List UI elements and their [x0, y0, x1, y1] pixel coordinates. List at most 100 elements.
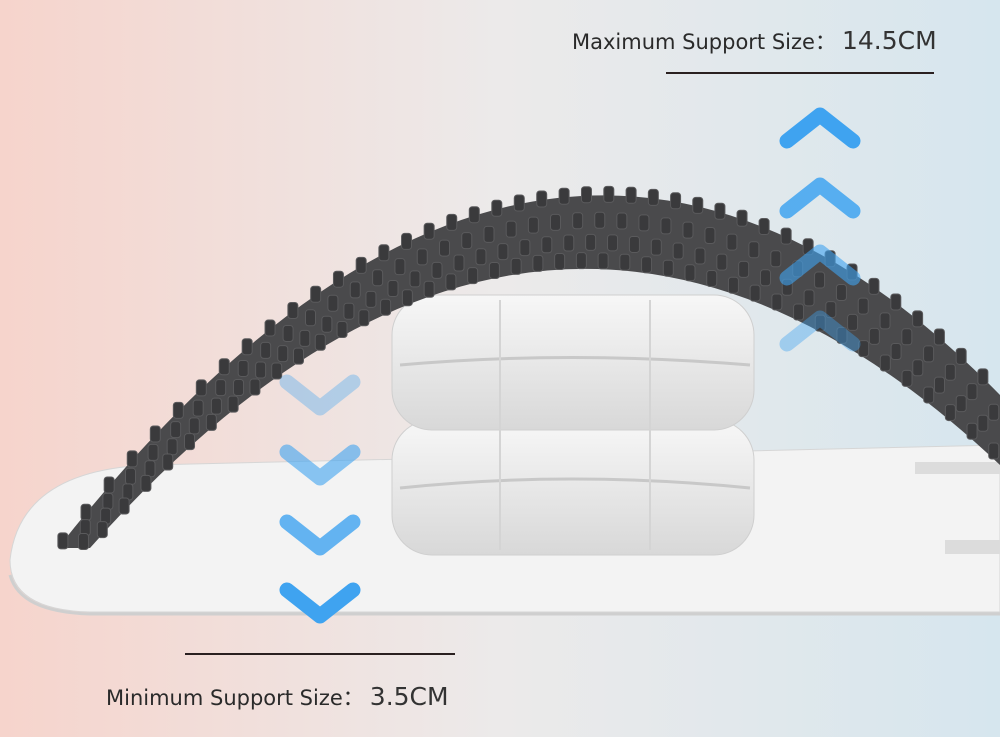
- massage-nub: [955, 395, 967, 413]
- massage-nub: [749, 284, 761, 302]
- massage-nub: [215, 379, 227, 397]
- massage-nub: [771, 293, 783, 311]
- massage-nub: [210, 397, 222, 415]
- massage-nub: [912, 359, 924, 377]
- massage-nub: [858, 340, 870, 358]
- massage-nub: [558, 187, 570, 205]
- massage-nub: [650, 238, 662, 256]
- minimum-support-label: Minimum Support Size：3.5CM: [106, 682, 449, 712]
- massage-nub: [282, 325, 294, 343]
- massage-nub: [934, 376, 946, 394]
- chevron-up-icon: [779, 244, 861, 286]
- massage-nub: [249, 378, 261, 396]
- massage-nub: [287, 302, 299, 320]
- massage-nub: [748, 241, 760, 259]
- massage-nub: [944, 363, 956, 381]
- massage-nub: [879, 354, 891, 372]
- base-slot: [915, 462, 1000, 474]
- massage-nub: [172, 401, 184, 419]
- massage-nub: [140, 474, 152, 492]
- massage-nub: [532, 254, 544, 272]
- cushion-stack: [391, 294, 755, 556]
- massage-nub: [372, 269, 384, 287]
- massage-nub: [461, 232, 473, 250]
- base-slot: [945, 540, 1000, 554]
- massage-nub: [260, 341, 272, 359]
- massage-nub: [349, 281, 361, 299]
- massage-nub: [271, 362, 283, 380]
- massage-nub: [726, 233, 738, 251]
- massage-nub: [890, 343, 902, 361]
- massage-nub: [409, 270, 421, 288]
- massage-nub: [554, 253, 566, 271]
- massage-nub: [147, 443, 159, 461]
- massage-nub: [332, 270, 344, 288]
- massage-nub: [704, 227, 716, 245]
- massage-nub: [527, 216, 539, 234]
- massage-nub: [955, 347, 967, 365]
- massage-nub: [305, 309, 317, 327]
- massage-nub: [638, 214, 650, 232]
- massage-nub: [814, 314, 826, 332]
- massage-nub: [445, 273, 457, 291]
- massage-nub: [519, 239, 531, 257]
- massage-nub: [103, 476, 115, 494]
- massage-nub: [321, 315, 333, 333]
- massage-nub: [770, 250, 782, 268]
- massage-nub: [536, 190, 548, 208]
- massage-nub: [497, 243, 509, 261]
- massage-nub: [488, 262, 500, 280]
- min-divider: [185, 653, 455, 655]
- massage-nub: [205, 413, 217, 431]
- massage-nub: [759, 269, 771, 287]
- massage-nub: [513, 194, 525, 212]
- massage-nub: [227, 395, 239, 413]
- base-plate-edge: [8, 574, 1000, 616]
- massage-nub: [192, 399, 204, 417]
- massage-nub: [714, 202, 726, 220]
- massage-nub: [550, 213, 562, 231]
- massage-nub: [343, 302, 355, 320]
- massage-nub: [188, 417, 200, 435]
- massage-nub: [694, 247, 706, 265]
- massage-nub: [378, 244, 390, 262]
- chevron-up-icon: [779, 310, 861, 352]
- massage-nub: [184, 433, 196, 451]
- massage-nub: [988, 403, 1000, 421]
- massage-nub: [619, 253, 631, 271]
- massage-nub: [439, 239, 451, 257]
- max-label-text: Maximum Support Size：: [572, 30, 836, 54]
- massage-nub: [218, 358, 230, 376]
- massage-nub: [355, 256, 367, 274]
- massage-nub: [446, 213, 458, 231]
- massage-nub: [868, 277, 880, 295]
- massage-nub: [162, 453, 174, 471]
- chevron-down-icon: [279, 514, 361, 556]
- massage-nub: [901, 369, 913, 387]
- massage-nub: [394, 258, 406, 276]
- massage-nub: [299, 329, 311, 347]
- massage-nub: [738, 260, 750, 278]
- massage-nub: [365, 290, 377, 308]
- massage-nub: [836, 326, 848, 344]
- massage-nub: [431, 261, 443, 279]
- max-label-value: 14.5CM: [841, 26, 937, 55]
- massage-nub: [988, 442, 1000, 460]
- massage-nub: [327, 294, 339, 312]
- massage-nub: [416, 248, 428, 266]
- massage-nub: [706, 269, 718, 287]
- massage-nub: [149, 425, 161, 443]
- massage-nub: [423, 222, 435, 240]
- massage-nub: [814, 271, 826, 289]
- massage-nub: [780, 227, 792, 245]
- massage-nub: [255, 361, 267, 379]
- massage-nub: [682, 221, 694, 239]
- massage-nub: [96, 521, 108, 539]
- massage-nub: [977, 368, 989, 386]
- max-divider: [666, 72, 934, 74]
- massage-nub: [793, 303, 805, 321]
- massage-nub: [125, 467, 137, 485]
- massage-nub: [241, 338, 253, 356]
- chevron-down-icon: [279, 582, 361, 624]
- massage-nub: [684, 264, 696, 282]
